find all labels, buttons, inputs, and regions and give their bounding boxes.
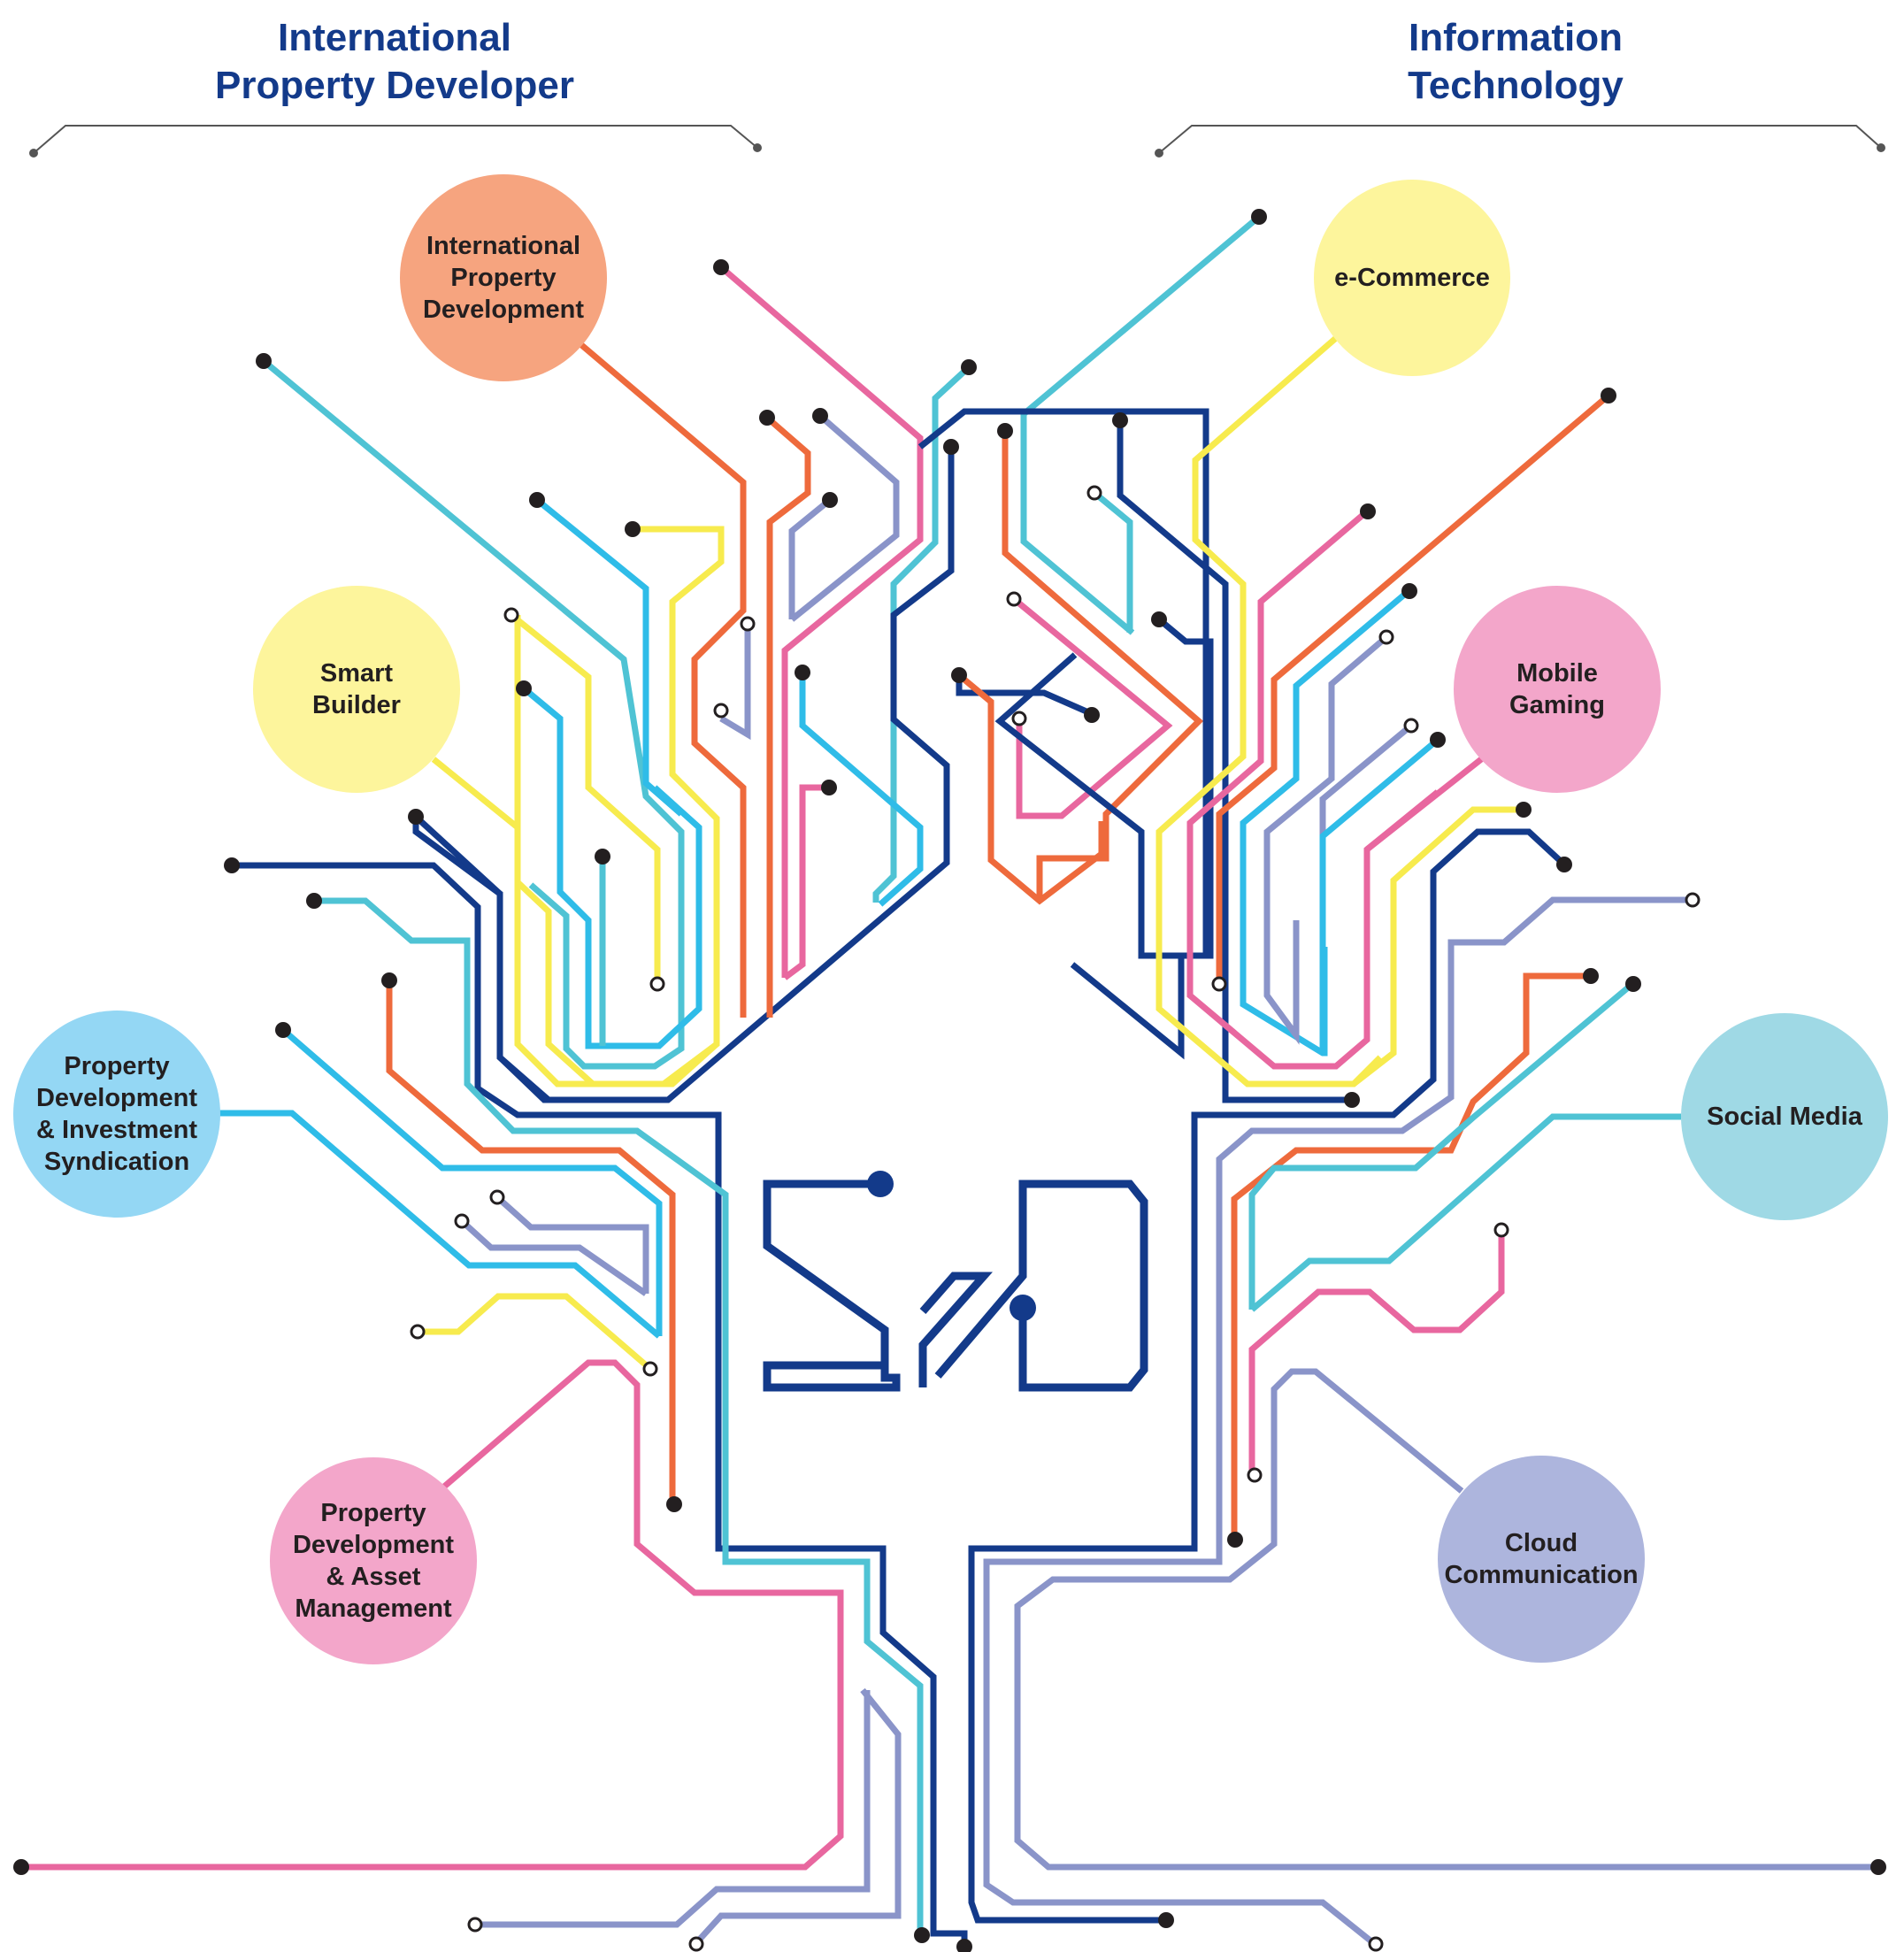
trace — [917, 408, 1209, 959]
trace — [764, 415, 811, 1018]
trace — [1070, 617, 1214, 1060]
trace — [431, 757, 720, 1087]
terminals — [13, 209, 1886, 1952]
trace — [1117, 420, 1354, 1103]
trace — [1011, 596, 1173, 819]
trace — [475, 1690, 871, 1928]
trace — [956, 675, 1096, 719]
trace — [521, 686, 702, 1049]
bracket-left — [29, 125, 762, 158]
trace — [1351, 806, 1524, 1087]
trace — [232, 862, 968, 1952]
trace — [280, 1027, 663, 1336]
trace — [1014, 1368, 1878, 1871]
trace — [1364, 754, 1487, 852]
trace — [1248, 981, 1635, 1310]
trace — [1002, 431, 1204, 901]
trace — [314, 897, 924, 1933]
node-label: Property Development & Asset Management — [292, 1499, 455, 1623]
trace — [386, 980, 676, 1504]
node-label: Mobile Gaming — [1509, 659, 1605, 719]
node-international-property-development: International Property Development — [400, 174, 607, 381]
trace — [799, 672, 924, 907]
trace — [514, 526, 725, 1087]
header-left-line2: Property Developer — [215, 64, 574, 107]
node-label: Property Development & Investment Syndic… — [35, 1052, 198, 1176]
header-international-property-developer: International Property Developer — [111, 14, 678, 110]
trace — [1319, 737, 1440, 1053]
trace — [718, 265, 924, 978]
node-mobile-gaming: Mobile Gaming — [1454, 586, 1661, 793]
trace — [1020, 214, 1262, 635]
trace — [1249, 1113, 1681, 1312]
node-property-development-asset-management: Property Development & Asset Management — [270, 1457, 477, 1664]
node-smart-builder: Smart Builder — [253, 586, 460, 793]
trace — [25, 1359, 844, 1871]
trace — [1248, 1230, 1505, 1473]
header-right-line1: Information — [1409, 16, 1623, 59]
trace — [1263, 634, 1389, 1045]
node-cloud-communication: Cloud Communication — [1438, 1456, 1645, 1663]
node-label: Social Media — [1707, 1103, 1862, 1131]
logo-s-dot — [867, 1171, 894, 1197]
node-property-development-investment-syndication: Property Development & Investment Syndic… — [13, 1011, 220, 1218]
node-e-commerce: e-Commerce — [1314, 180, 1510, 376]
trace — [782, 784, 829, 980]
logo-s — [763, 1180, 901, 1392]
trace — [1155, 335, 1383, 1087]
node-social-media: Social Media — [1681, 1013, 1888, 1220]
logo-d-dot — [1010, 1295, 1036, 1321]
trace — [495, 1195, 649, 1294]
trace — [1092, 490, 1133, 633]
logo-d — [934, 1180, 1148, 1392]
trace — [956, 672, 1105, 905]
trace — [1216, 393, 1611, 982]
trace — [261, 358, 685, 1070]
header-right-line2: Technology — [1408, 64, 1624, 107]
trace — [788, 497, 833, 619]
circuit-lines — [25, 214, 1878, 1952]
trace — [872, 365, 971, 903]
trace — [509, 612, 661, 982]
node-label: e-Commerce — [1334, 264, 1490, 292]
node-label: Smart Builder — [312, 659, 401, 719]
trace — [1186, 509, 1440, 1070]
node-label: Cloud Communication — [1444, 1529, 1639, 1589]
sd-logo — [763, 1171, 1148, 1392]
trace — [418, 1293, 653, 1372]
trace — [577, 341, 747, 1018]
trace — [983, 896, 1693, 1948]
bracket-right — [1155, 125, 1885, 158]
trace — [789, 413, 900, 622]
trace — [459, 1218, 648, 1296]
trace — [719, 624, 751, 741]
trace — [413, 814, 668, 1103]
trace — [692, 1687, 902, 1948]
node-label: International Property Development — [422, 232, 585, 324]
trace — [208, 1110, 662, 1339]
logo-slash — [918, 1272, 993, 1387]
header-information-technology: Information Technology — [1232, 14, 1799, 110]
trace — [968, 828, 1567, 1924]
header-left-line1: International — [277, 16, 512, 59]
